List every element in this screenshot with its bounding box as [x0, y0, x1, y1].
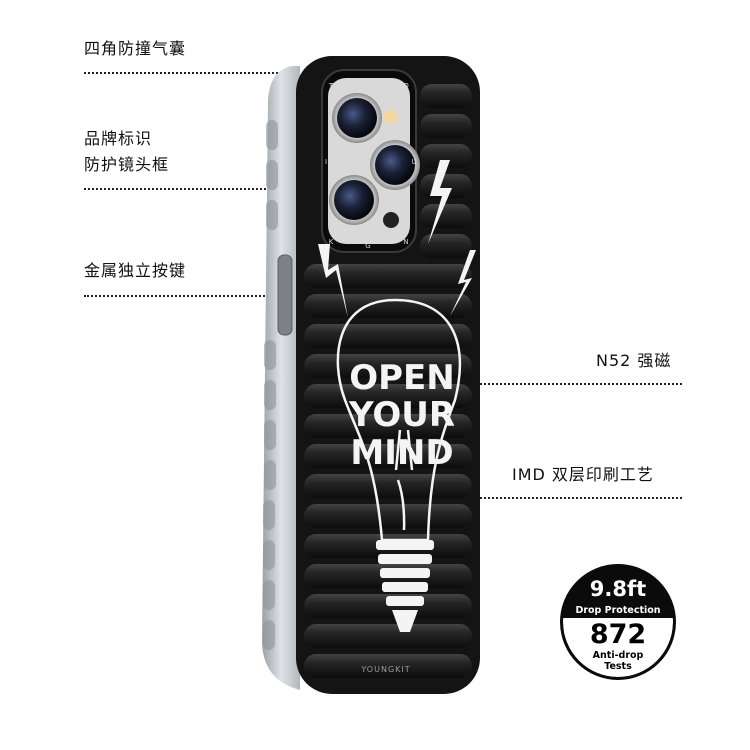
case-rib: [304, 474, 472, 498]
callout-lens-leader: [84, 188, 330, 190]
drop-test-count: 872: [589, 619, 647, 650]
callout-printing: IMD 双层印刷工艺: [512, 465, 654, 484]
bumper-ribs: [263, 120, 278, 650]
case-rib: [304, 654, 472, 678]
case-rib: [420, 234, 472, 258]
case-rib: [304, 624, 472, 648]
drop-test-caption-line1: Anti-drop: [592, 650, 644, 661]
callout-magnet-leader: [444, 383, 682, 385]
brand-logo-text: YOUNGKIT: [360, 665, 410, 674]
case-rib: [304, 264, 472, 288]
ring-letter-5: G: [365, 242, 370, 250]
case-rib: [420, 84, 472, 108]
slogan-line2: YOUR: [348, 395, 455, 435]
drop-test-caption: Anti-drop Tests: [563, 650, 673, 672]
ring-letter-6: K: [329, 238, 334, 246]
case-rib: [304, 324, 472, 348]
callout-buttons-leader: [84, 295, 284, 297]
slogan-line3: MIND: [350, 433, 453, 473]
lightning-bolt-icon: [318, 160, 476, 318]
ring-letter-3: U: [411, 158, 416, 166]
case-rib: [420, 114, 472, 138]
camera-lens-icon: [329, 93, 420, 228]
metal-side-button: [277, 254, 293, 336]
case-rib: [304, 444, 472, 468]
case-rib: [304, 354, 472, 378]
drop-protection-badge: 9.8ft Drop Protection 872 Anti-drop Test…: [560, 564, 676, 680]
callout-printing-leader: [448, 497, 682, 499]
case-rib: [420, 144, 472, 168]
callout-magnet: N52 强磁: [596, 351, 672, 370]
callout-lens-line1: 品牌标识: [84, 129, 153, 148]
ring-letter-top: Y: [365, 79, 371, 87]
ring-letter-8: T: [328, 82, 334, 90]
case-rib: [304, 594, 472, 618]
callout-lens-line2: 防护镜头框: [84, 155, 170, 174]
flash-icon: [383, 110, 397, 124]
ring-letter-2: O: [403, 82, 409, 90]
case-rib: [304, 504, 472, 528]
slogan-line1: OPEN: [349, 358, 455, 398]
lightbulb-base: [376, 540, 434, 632]
ring-letter-4: N: [403, 238, 408, 246]
callout-airbag: 四角防撞气囊: [84, 39, 187, 58]
case-rib: [304, 294, 472, 318]
case-rib: [304, 414, 472, 438]
case-rib: [420, 204, 472, 228]
drop-height-caption: Drop Protection: [575, 605, 661, 616]
drop-test-caption-line2: Tests: [604, 661, 632, 672]
drop-height: 9.8ft: [589, 577, 647, 601]
callout-buttons: 金属独立按键: [84, 261, 187, 280]
lidar-icon: [383, 212, 399, 228]
callout-airbag-leader: [84, 72, 294, 74]
ring-letter-7: I: [325, 158, 327, 166]
